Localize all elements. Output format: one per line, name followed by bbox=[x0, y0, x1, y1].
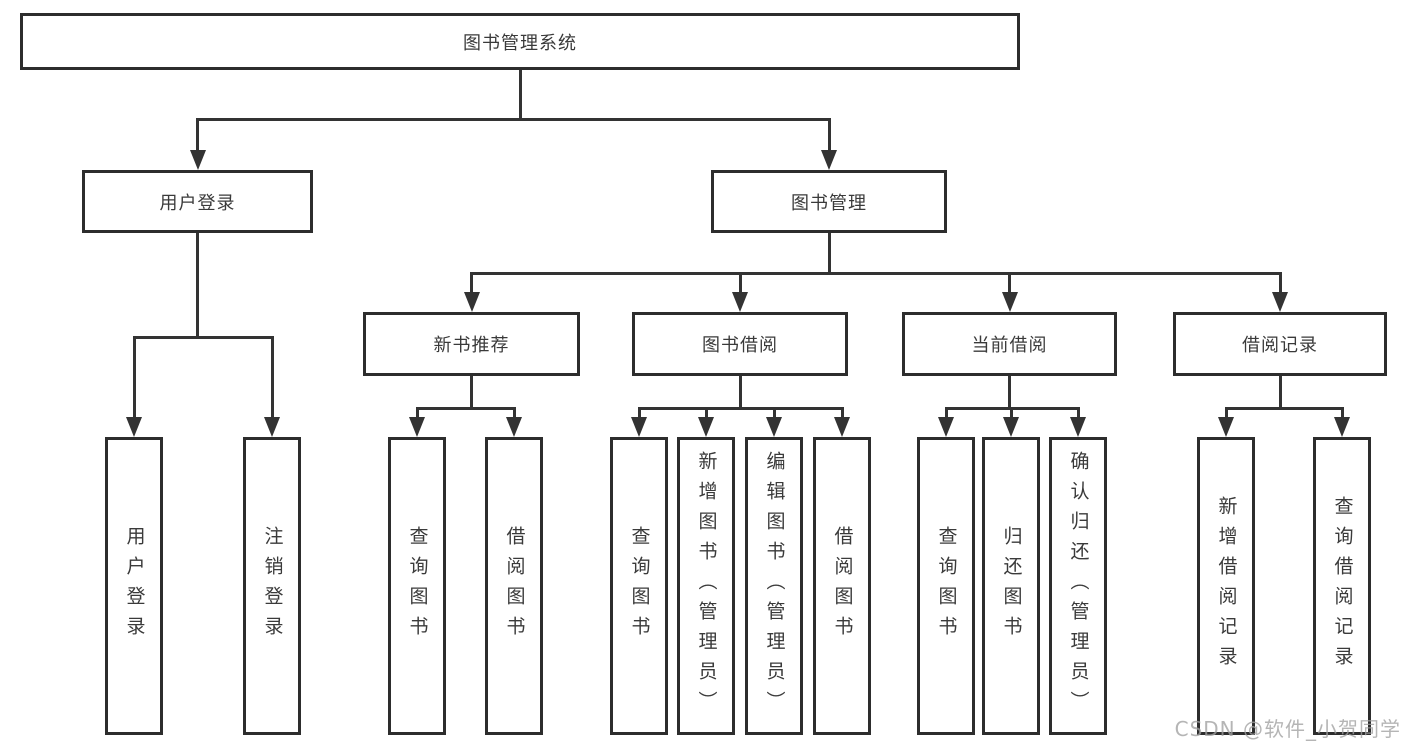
node-label-leaf-query-borrow-record: 查询借阅记录 bbox=[1331, 496, 1354, 676]
connector-branch bbox=[704, 407, 708, 421]
arrowhead-down-icon bbox=[409, 417, 425, 437]
connector-branch bbox=[1076, 407, 1080, 421]
node-book-mgmt: 图书管理 bbox=[711, 170, 947, 233]
node-label-root: 图书管理系统 bbox=[463, 32, 577, 54]
connector-stem bbox=[470, 374, 473, 410]
node-leaf-query-book-1: 查询图书 bbox=[388, 437, 446, 735]
node-label-leaf-borrow-book-2: 借阅图书 bbox=[831, 526, 854, 646]
node-leaf-query-book-2: 查询图书 bbox=[610, 437, 668, 735]
arrowhead-down-icon bbox=[1218, 417, 1234, 437]
connector-branch bbox=[512, 407, 516, 421]
arrowhead-down-icon bbox=[938, 417, 954, 437]
node-label-leaf-confirm-return: 确认归还（管理员） bbox=[1067, 451, 1090, 721]
connector-branch bbox=[944, 407, 948, 421]
node-leaf-borrow-book-2: 借阅图书 bbox=[813, 437, 871, 735]
arrowhead-down-icon bbox=[766, 417, 782, 437]
arrowhead-down-icon bbox=[506, 417, 522, 437]
arrowhead-down-icon bbox=[1003, 417, 1019, 437]
connector-rail bbox=[196, 118, 831, 121]
connector-branch bbox=[1008, 272, 1011, 296]
arrowhead-down-icon bbox=[1070, 417, 1086, 437]
node-leaf-borrow-book-1: 借阅图书 bbox=[485, 437, 543, 735]
arrowhead-down-icon bbox=[834, 417, 850, 437]
connector-branch bbox=[196, 118, 199, 154]
node-user-login: 用户登录 bbox=[82, 170, 313, 233]
connector-branch bbox=[738, 272, 742, 296]
arrowhead-down-icon bbox=[1001, 292, 1018, 312]
connector-rail bbox=[470, 272, 1282, 275]
connector-stem bbox=[1278, 374, 1282, 410]
node-label-book-borrow: 图书借阅 bbox=[702, 335, 778, 356]
arrowhead-down-icon bbox=[1272, 292, 1288, 312]
connector-branch bbox=[840, 407, 844, 421]
connector-branch bbox=[1340, 407, 1344, 421]
node-label-leaf-add-borrow-record: 新增借阅记录 bbox=[1215, 496, 1238, 676]
node-leaf-logout: 注销登录 bbox=[243, 437, 301, 735]
node-label-leaf-query-book-1: 查询图书 bbox=[406, 526, 429, 646]
node-label-new-book-rec: 新书推荐 bbox=[433, 335, 510, 356]
arrowhead-down-icon bbox=[698, 417, 714, 437]
arrowhead-down-icon bbox=[264, 417, 280, 437]
node-root: 图书管理系统 bbox=[20, 13, 1020, 70]
connector-branch bbox=[827, 118, 831, 154]
connector-branch bbox=[1224, 407, 1228, 421]
node-label-current-borrow: 当前借阅 bbox=[971, 335, 1048, 356]
node-label-leaf-logout: 注销登录 bbox=[261, 526, 284, 646]
node-leaf-confirm-return: 确认归还（管理员） bbox=[1049, 437, 1107, 735]
node-label-leaf-user-login: 用户登录 bbox=[123, 526, 146, 646]
node-label-leaf-edit-book: 编辑图书（管理员） bbox=[763, 451, 786, 721]
connector-stem bbox=[196, 231, 199, 339]
node-label-borrow-records: 借阅记录 bbox=[1242, 335, 1318, 356]
node-label-leaf-add-book: 新增图书（管理员） bbox=[695, 451, 718, 721]
connector-stem bbox=[827, 231, 831, 275]
node-label-leaf-return-book: 归还图书 bbox=[1000, 526, 1023, 646]
node-book-borrow: 图书借阅 bbox=[632, 312, 848, 376]
arrowhead-down-icon bbox=[821, 150, 837, 170]
node-borrow-records: 借阅记录 bbox=[1173, 312, 1387, 376]
connector-branch bbox=[772, 407, 776, 421]
connector-rail bbox=[1224, 407, 1344, 410]
arrowhead-down-icon bbox=[463, 292, 480, 312]
node-leaf-query-book-3: 查询图书 bbox=[917, 437, 975, 735]
node-leaf-edit-book: 编辑图书（管理员） bbox=[745, 437, 803, 735]
node-label-leaf-query-book-3: 查询图书 bbox=[935, 526, 958, 646]
node-leaf-return-book: 归还图书 bbox=[982, 437, 1040, 735]
node-leaf-user-login: 用户登录 bbox=[105, 437, 163, 735]
arrowhead-down-icon bbox=[1334, 417, 1350, 437]
connector-stem bbox=[518, 68, 522, 121]
connector-branch bbox=[415, 407, 419, 421]
connector-stem bbox=[738, 374, 742, 410]
arrowhead-down-icon bbox=[126, 417, 142, 437]
node-leaf-query-borrow-record: 查询借阅记录 bbox=[1313, 437, 1371, 735]
connector-rail bbox=[415, 407, 516, 410]
connector-stem bbox=[1008, 374, 1011, 410]
connector-rail bbox=[637, 407, 844, 410]
arrowhead-down-icon bbox=[732, 292, 748, 312]
arrowhead-down-icon bbox=[631, 417, 647, 437]
watermark: CSDN @软件_小贺同学 bbox=[1174, 717, 1401, 741]
node-current-borrow: 当前借阅 bbox=[902, 312, 1117, 376]
node-leaf-add-borrow-record: 新增借阅记录 bbox=[1197, 437, 1255, 735]
arrowhead-down-icon bbox=[189, 150, 206, 170]
node-leaf-add-book: 新增图书（管理员） bbox=[677, 437, 735, 735]
connector-branch bbox=[270, 336, 274, 421]
connector-branch bbox=[1009, 407, 1013, 421]
connector-branch bbox=[637, 407, 641, 421]
node-new-book-rec: 新书推荐 bbox=[363, 312, 580, 376]
node-label-book-mgmt: 图书管理 bbox=[791, 192, 867, 214]
node-label-user-login: 用户登录 bbox=[159, 192, 236, 214]
node-label-leaf-query-book-2: 查询图书 bbox=[628, 526, 651, 646]
connector-rail bbox=[132, 336, 274, 339]
connector-branch bbox=[132, 336, 136, 421]
connector-branch bbox=[470, 272, 473, 296]
connector-branch bbox=[1278, 272, 1282, 296]
node-label-leaf-borrow-book-1: 借阅图书 bbox=[503, 526, 526, 646]
